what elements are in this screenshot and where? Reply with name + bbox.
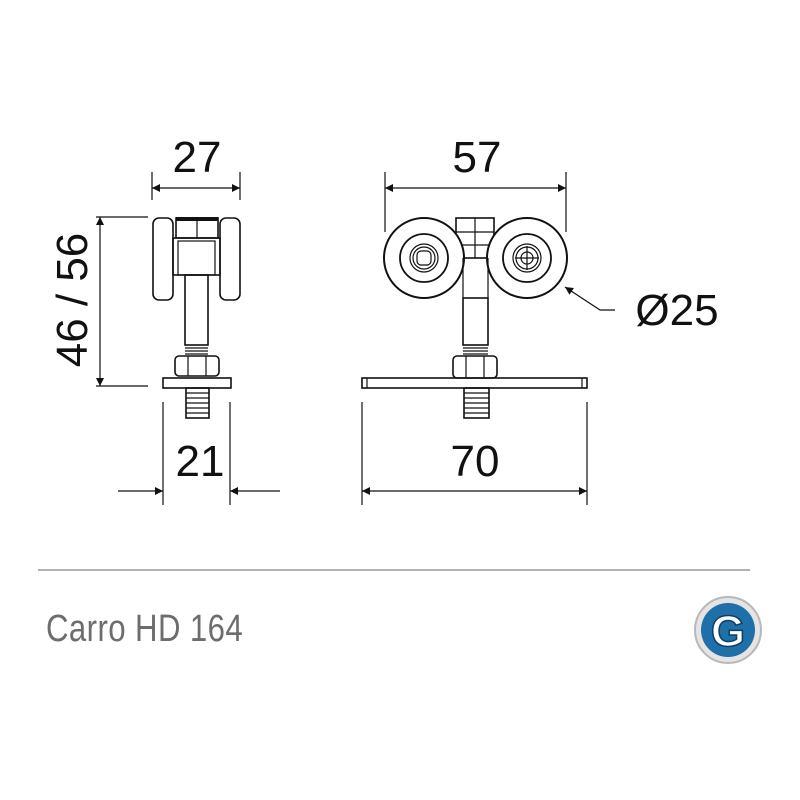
brand-logo: G	[694, 596, 762, 664]
dim-side-width: 27	[173, 133, 222, 182]
dim-front-width: 57	[453, 133, 502, 182]
dim-wheel-diameter: Ø25	[635, 286, 718, 335]
logo-letter: G	[711, 607, 745, 656]
product-title: Carro HD 164	[46, 608, 244, 650]
dim-side-plate-width: 21	[176, 437, 225, 486]
side-view	[96, 172, 280, 505]
front-view	[361, 172, 615, 505]
dim-side-height: 46 / 56	[48, 233, 97, 368]
dim-front-plate-width: 70	[451, 437, 500, 486]
